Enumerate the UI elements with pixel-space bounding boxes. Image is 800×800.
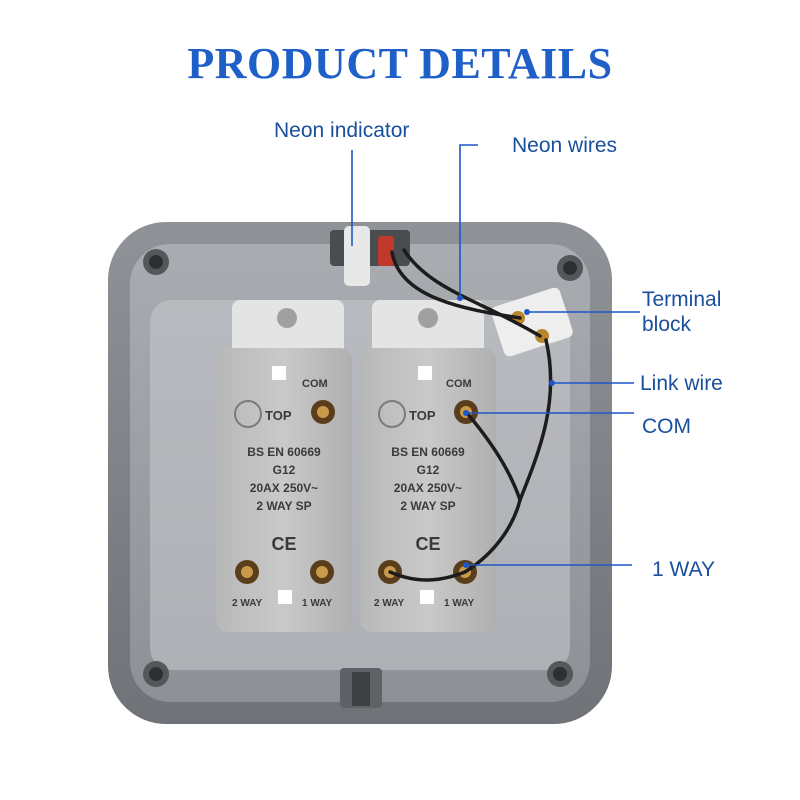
link-wire [518, 338, 553, 502]
module-right-com: COM [446, 378, 472, 390]
module-right-type: 2 WAY SP [400, 499, 455, 513]
label-terminal-block: Terminal block [642, 288, 722, 337]
switch-module-right: COM TOP BS EN 60669 G12 20AX 250V~ 2 WAY… [360, 300, 496, 632]
module-left-standard: BS EN 60669 [247, 445, 321, 459]
module-left-ce: CE [271, 534, 296, 554]
switch-module-left: COM TOP BS EN 60669 G12 20AX 250V~ 2 WAY… [216, 300, 352, 632]
module-right-top: TOP [409, 408, 436, 423]
module-left-1way: 1 WAY [302, 598, 333, 609]
label-com: COM [642, 415, 691, 438]
module-right-size: G12 [417, 463, 440, 477]
module-right-1way: 1 WAY [444, 598, 475, 609]
screw-holes [143, 249, 583, 687]
callout-lines [351, 144, 640, 566]
page-title: PRODUCT DETAILS [187, 39, 613, 88]
neon-indicator [344, 226, 370, 286]
module-left-size: G12 [273, 463, 296, 477]
module-left-top: TOP [265, 408, 292, 423]
module-left-com: COM [302, 378, 328, 390]
module-left-2way: 2 WAY [232, 598, 263, 609]
com-wire [464, 410, 522, 502]
module-right-2way: 2 WAY [374, 598, 405, 609]
module-right-ce: CE [415, 534, 440, 554]
module-left-type: 2 WAY SP [256, 499, 311, 513]
label-neon-indicator: Neon indicator [274, 119, 410, 142]
module-right-rating: 20AX 250V~ [394, 481, 462, 495]
label-1-way: 1 WAY [652, 558, 716, 581]
module-left-rating: 20AX 250V~ [250, 481, 318, 495]
module-right-standard: BS EN 60669 [391, 445, 465, 459]
label-link-wire: Link wire [640, 372, 723, 395]
label-neon-wires: Neon wires [512, 134, 618, 157]
